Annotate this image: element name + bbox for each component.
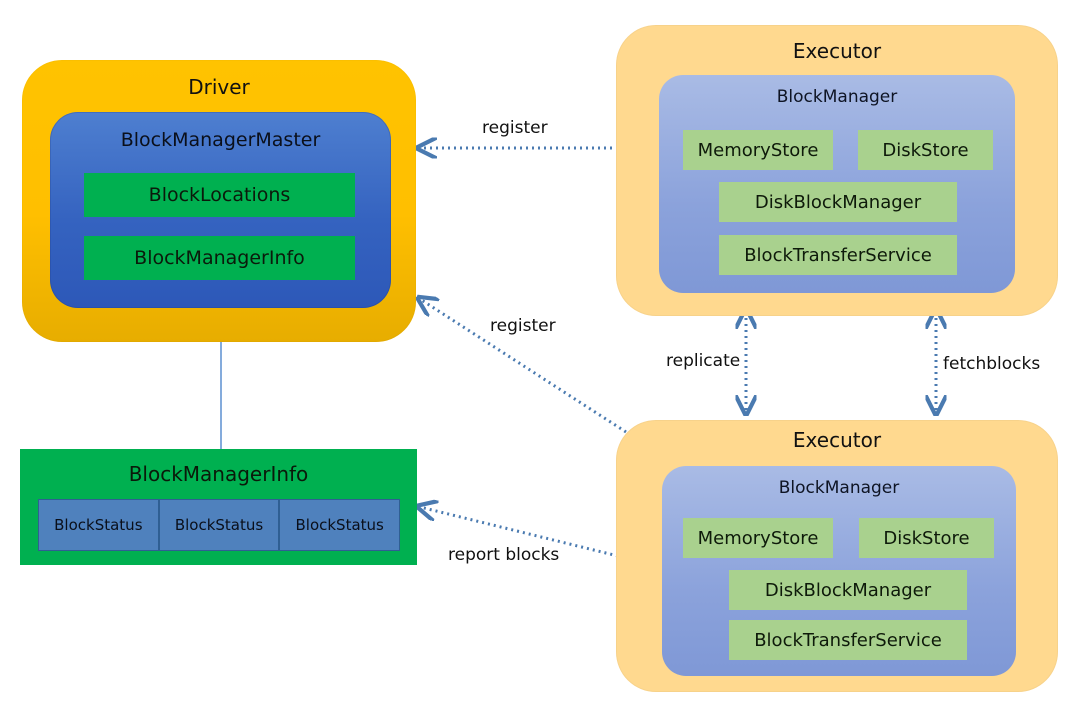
block-status-cell: BlockStatus bbox=[279, 499, 401, 551]
driver-title: Driver bbox=[188, 75, 250, 99]
block-manager-info-box: BlockManagerInfo bbox=[84, 236, 355, 280]
disk-block-manager-top: DiskBlockManager bbox=[719, 182, 957, 222]
memory-store-top: MemoryStore bbox=[683, 130, 833, 170]
register-top-label: register bbox=[482, 118, 548, 138]
memory-store-bottom: MemoryStore bbox=[683, 518, 833, 558]
block-status-cell: BlockStatus bbox=[38, 499, 159, 551]
executor-top-title: Executor bbox=[792, 39, 882, 63]
block-manager-info-table: BlockManagerInfo BlockStatus BlockStatus… bbox=[20, 449, 417, 565]
block-manager-master-title: BlockManagerMaster bbox=[120, 129, 321, 151]
executor-bottom-title: Executor bbox=[792, 428, 882, 452]
block-status-cell: BlockStatus bbox=[158, 499, 280, 551]
register-bottom-label: register bbox=[490, 316, 556, 336]
block-transfer-service-top: BlockTransferService bbox=[719, 235, 957, 275]
report-blocks-label: report blocks bbox=[448, 545, 560, 565]
block-status-row: BlockStatus BlockStatus BlockStatus bbox=[38, 499, 401, 551]
register-bottom-arrow bbox=[420, 299, 627, 434]
disk-store-top: DiskStore bbox=[858, 130, 993, 170]
block-manager-bottom-title: BlockManager bbox=[778, 478, 900, 498]
block-locations-box: BlockLocations bbox=[84, 173, 355, 217]
block-manager-top-title: BlockManager bbox=[776, 87, 898, 107]
report-blocks-arrow bbox=[420, 507, 619, 558]
disk-store-bottom: DiskStore bbox=[859, 518, 994, 558]
fetchblocks-label: fetchblocks bbox=[943, 354, 1041, 374]
block-manager-info-title: BlockManagerInfo bbox=[128, 462, 309, 486]
replicate-label: replicate bbox=[666, 351, 741, 371]
block-transfer-service-bottom: BlockTransferService bbox=[729, 620, 967, 660]
disk-block-manager-bottom: DiskBlockManager bbox=[729, 570, 967, 610]
